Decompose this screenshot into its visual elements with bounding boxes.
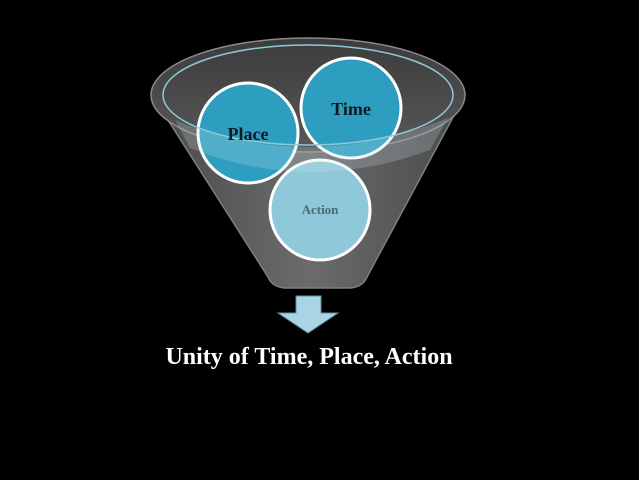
- time-circle: [299, 56, 403, 160]
- down-arrow-icon: [276, 295, 340, 334]
- funnel-rim-highlight: [162, 44, 454, 146]
- time-label: Time: [331, 99, 371, 119]
- place-circle: [196, 81, 300, 185]
- diagram-caption: Unity of Time, Place, Action: [165, 344, 453, 370]
- action-label: Action: [302, 202, 340, 217]
- place-label: Place: [228, 124, 269, 144]
- action-circle: [268, 158, 372, 262]
- funnel-front-glaze: [175, 118, 448, 173]
